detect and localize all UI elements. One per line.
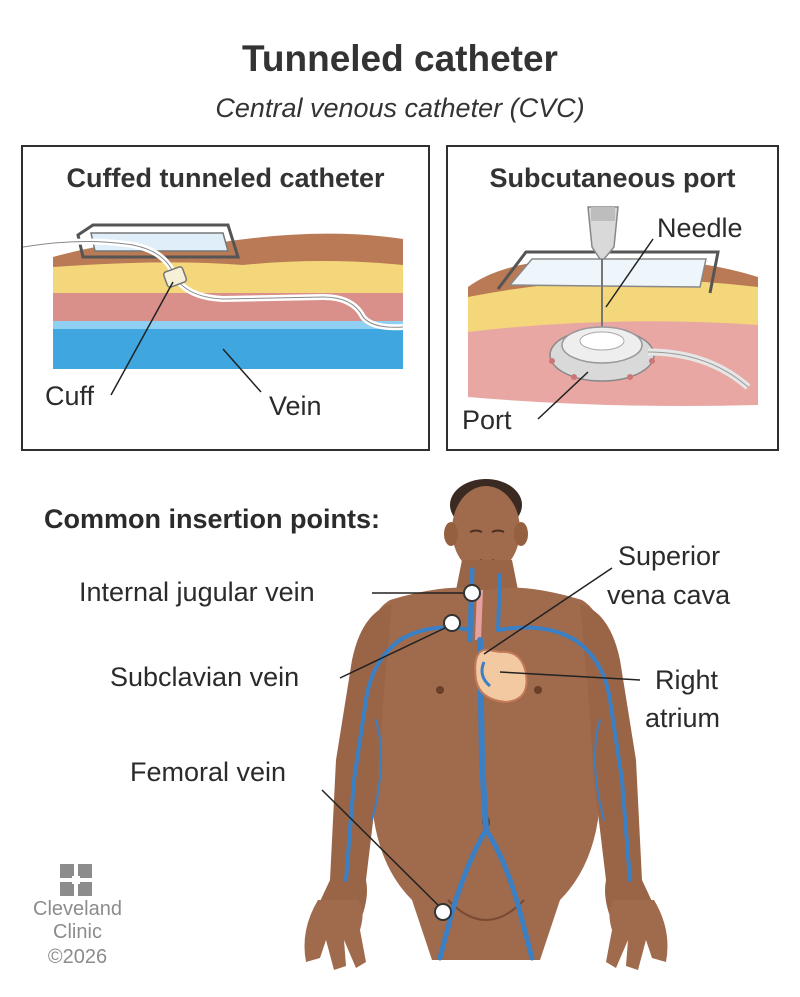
svc-leader-line [483,567,613,655]
brand-name-line1: Cleveland [33,898,122,920]
left-arm-vein [344,625,472,882]
cuff-leader-line [110,281,174,396]
atrium-label-line2: atrium [645,703,721,733]
page-subtitle: Central venous catheter (CVC) [215,93,585,123]
dressing-frame [76,223,241,259]
internal-jugular-label: Internal jugular vein [79,577,315,607]
brand-name: Cleveland Clinic [30,898,125,944]
subclavian-label: Subclavian vein [110,662,300,692]
subclavian-leader-line [339,627,446,679]
carotid-artery [475,589,483,641]
atrium-label-line1: Right [655,665,719,695]
brand-name-line2: Clinic [53,921,102,943]
port-panel-title: Subcutaneous port [489,163,736,193]
port-label: Port [462,405,512,435]
right-hand [606,900,668,970]
jugular-insertion-marker [463,584,481,602]
port-leader-line [537,371,589,420]
svc-label-line2: vena cava [607,580,731,610]
subclavian-insertion-marker [443,614,461,632]
port-fat-layer [468,277,758,332]
right-arm-vein [496,625,632,882]
atrium-leader-line [499,671,641,681]
vein-label: Vein [269,391,322,421]
subcutaneous-port-panel: Subcutaneous port Needle Port [446,145,779,451]
right-femoral-path [483,827,535,961]
heart [474,648,528,704]
left-hand [304,900,366,970]
venous-system [344,567,632,961]
femoral-label: Femoral vein [130,757,287,787]
neck [454,560,520,600]
left-arm [315,604,392,930]
needle-label: Needle [657,213,743,243]
cuffed-catheter-panel: Cuffed tunneled catheter Cuff Vein [21,145,430,451]
cuff-shape [162,266,188,288]
femoral-leader-line [321,789,439,906]
svc-label-line1: Superior [618,541,721,571]
right-arm [580,604,657,930]
fat-layer [53,261,403,295]
internal-jugular-path [467,567,475,643]
left-femoral-path [437,827,489,961]
needle-leader-line [605,238,654,308]
head [452,486,520,574]
cleveland-clinic-logo-icon [60,864,92,896]
page-title: Tunneled catheter [242,38,558,79]
hair [450,479,522,531]
port-dressing [496,250,720,294]
torso [365,587,607,960]
insertion-points-heading: Common insertion points: [44,504,380,534]
cuffed-panel-title: Cuffed tunneled catheter [66,163,385,193]
subcutaneous-port-illustration [468,206,758,420]
femoral-insertion-marker [434,903,452,921]
vena-cava [477,637,489,833]
cuff-label: Cuff [45,381,95,411]
cuffed-catheter-illustration [23,223,404,396]
vein-leader-line [222,348,262,393]
copyright: ©2026 [47,946,108,968]
